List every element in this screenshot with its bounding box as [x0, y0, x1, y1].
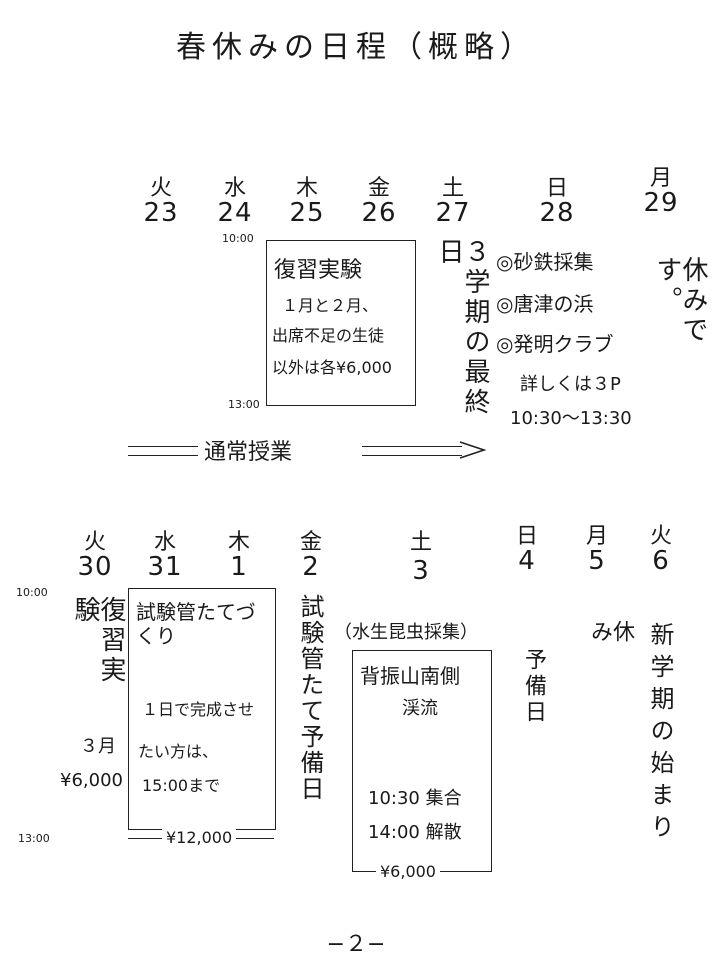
- regular-arrow-right: [362, 446, 462, 456]
- test-tube-fee: ¥12,000: [162, 828, 237, 847]
- sun4-spare-day: 予備日: [521, 648, 546, 726]
- weekday-wed-2: 水: [153, 530, 176, 555]
- weekday-thu: 木: [295, 176, 318, 201]
- fri-spare-day-note: 試験管たて予備日: [296, 594, 324, 802]
- date-23: 23: [143, 198, 179, 228]
- sat-last-day-note: ３学期の最終日: [434, 238, 490, 418]
- weekday-sat: 土: [441, 176, 464, 201]
- mountain-sub: 渓流: [402, 698, 438, 719]
- review-line-3: 以外は各¥6,000: [272, 358, 392, 377]
- weekday-sun: 日: [545, 176, 568, 201]
- date-27: 27: [435, 198, 471, 228]
- weekday-thu-2: 木: [227, 530, 250, 555]
- sun-details: 詳しくは３P: [520, 374, 621, 395]
- mountain-fee: ¥6,000: [376, 862, 440, 881]
- date-25: 25: [289, 198, 325, 228]
- sun-time: 10:30〜13:30: [510, 408, 632, 429]
- mon-holiday-note: 休みです。: [652, 256, 708, 346]
- test-tube-line-2: たい方は、: [138, 742, 219, 761]
- mon5-holiday: 休み: [587, 620, 634, 656]
- date-2: 2: [302, 552, 320, 582]
- arrow-head-icon: [459, 441, 487, 459]
- review-heading: 復習実験: [274, 258, 363, 283]
- review-end-time: 13:00: [228, 398, 260, 411]
- date-1: 1: [230, 552, 248, 582]
- insect-collection-title: （水生昆虫採集）: [334, 622, 478, 643]
- regular-arrow-left: [128, 446, 198, 456]
- weekday-tue-2: 火: [83, 530, 106, 555]
- review-line-2: 出席不足の生徒: [272, 326, 385, 345]
- tue30-month: ３月: [80, 736, 116, 757]
- test-tube-line-3: 15:00まで: [142, 776, 221, 795]
- review-line-1: １月と２月、: [282, 296, 379, 315]
- weekday-sun-2: 日: [515, 524, 538, 549]
- weekday-wed: 水: [223, 176, 246, 201]
- week2-end-time: 13:00: [18, 832, 50, 845]
- review-start-time: 10:00: [222, 232, 254, 245]
- date-26: 26: [361, 198, 397, 228]
- weekday-tue-6: 火: [649, 524, 672, 549]
- sun-item-1: ◎砂鉄採集: [496, 250, 594, 274]
- sun-item-3: ◎発明クラブ: [496, 332, 614, 356]
- weekday-tue: 火: [149, 176, 172, 201]
- tue30-fee: ¥6,000: [60, 770, 123, 791]
- page-number: −２−: [326, 932, 386, 957]
- mountain-dismiss: 14:00 解散: [368, 822, 462, 843]
- date-4: 4: [518, 546, 536, 576]
- date-29: 29: [643, 188, 679, 218]
- regular-class-label: 通常授業: [204, 440, 293, 465]
- date-30: 30: [77, 552, 113, 582]
- week2-start-time: 10:00: [16, 586, 48, 599]
- mountain-heading: 背振山南側: [360, 664, 460, 688]
- test-tube-line-1: １日で完成させ: [142, 700, 255, 719]
- new-term-start: 新学期の始まり: [646, 622, 674, 846]
- mountain-gather: 10:30 集合: [368, 788, 462, 809]
- date-6: 6: [652, 546, 670, 576]
- date-31: 31: [147, 552, 183, 582]
- review-experiment-box: [266, 240, 416, 406]
- date-3: 3: [412, 556, 430, 586]
- date-5: 5: [588, 546, 606, 576]
- weekday-fri-2: 金: [299, 530, 322, 555]
- test-tube-heading: 試験管たてづくり: [136, 600, 256, 648]
- tue30-review-heading: 復習実験: [70, 596, 126, 686]
- weekday-mon: 月: [649, 166, 672, 191]
- weekday-sat-2: 土: [409, 530, 432, 555]
- weekday-mon-2: 月: [585, 524, 608, 549]
- date-28: 28: [539, 198, 575, 228]
- sun-item-2: ◎唐津の浜: [496, 292, 594, 316]
- weekday-fri: 金: [367, 176, 390, 201]
- date-24: 24: [217, 198, 253, 228]
- page-title: 春休みの日程（概略）: [176, 30, 536, 65]
